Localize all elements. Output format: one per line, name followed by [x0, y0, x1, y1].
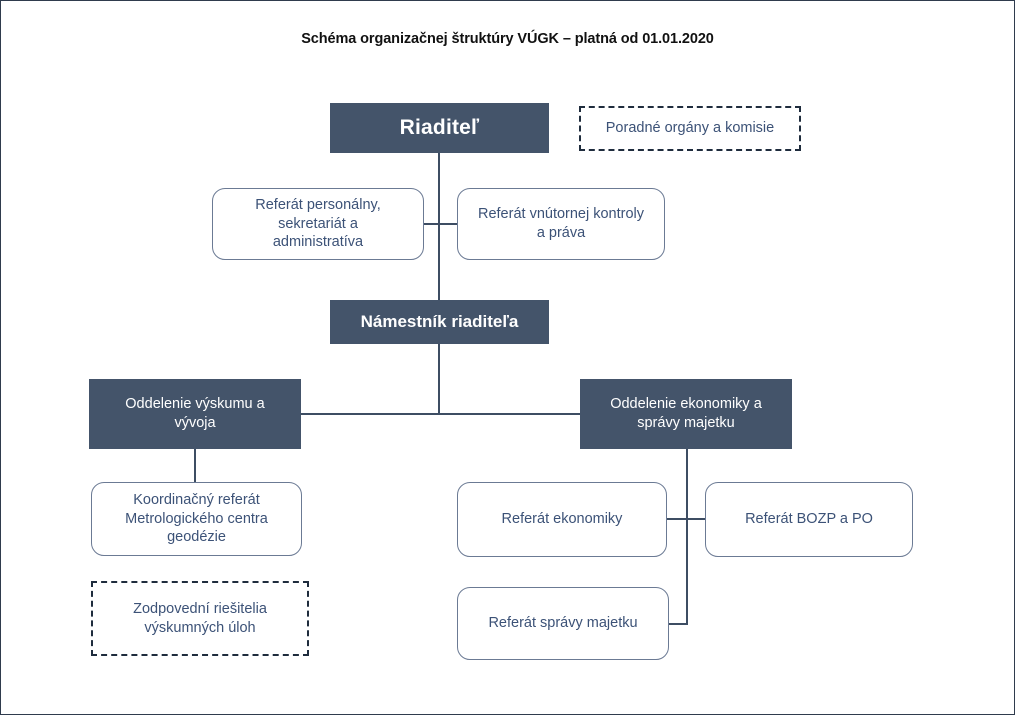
node-referat-spravy-majetku-label: Referát správy majetku — [488, 615, 638, 632]
connector-ekonomika-bus — [686, 449, 688, 625]
node-oddelenie-ekonomiky-a-spravy-majetku[interactable]: Oddelenie ekonomiky a správy majetku — [580, 379, 792, 449]
node-poradne-organy-label: Poradné orgány a komisie — [605, 120, 775, 137]
node-referat-vnutornej-kontroly-line1: Referát vnútornej kontroly — [477, 206, 645, 223]
node-riaditel-label: Riaditeľ — [399, 115, 480, 139]
node-referat-personalny-line2: sekretariát a — [278, 215, 358, 232]
node-referat-bozp-a-po[interactable]: Referát BOZP a PO — [705, 482, 913, 557]
node-referat-personalny-line1: Referát personálny, — [255, 197, 381, 214]
node-oddelenie-ekonomiky-line2: správy majetku — [637, 415, 735, 431]
node-referat-ekonomiky-label: Referát ekonomiky — [501, 511, 623, 528]
connector-departments-trunk — [300, 413, 580, 415]
node-poradne-organy[interactable]: Poradné orgány a komisie — [579, 106, 801, 151]
connector-riaditel-to-kontrola — [438, 223, 458, 225]
node-koordinacny-referat-line2: Metrologického centra — [125, 510, 268, 527]
node-referat-vnutornej-kontroly-line2: a práva — [536, 225, 586, 241]
connector-ekonomika-to-ref-bozp — [686, 518, 706, 520]
connector-namestnik-drop — [438, 344, 440, 415]
node-oddelenie-vyskumu-a-vyvoja[interactable]: Oddelenie výskumu a vývoja — [89, 379, 301, 449]
node-referat-spravy-majetku[interactable]: Referát správy majetku — [457, 587, 669, 660]
node-referat-personalny-line3: administratíva — [272, 234, 364, 251]
node-namestnik-riaditela-label: Námestník riaditeľa — [360, 312, 519, 332]
node-referat-ekonomiky[interactable]: Referát ekonomiky — [457, 482, 667, 557]
node-zodpovedni-riesitelia-line2: výskumných úloh — [144, 619, 256, 636]
node-zodpovedni-riesitelia-line1: Zodpovední riešitelia — [133, 600, 267, 617]
node-oddelenie-vyskumu-line2: vývoja — [174, 415, 216, 431]
connector-riaditel-to-namestnik — [438, 153, 440, 300]
page-title: Schéma organizačnej štruktúry VÚGK – pla… — [301, 31, 714, 47]
node-referat-vnutornej-kontroly[interactable]: Referát vnútornej kontroly a práva — [457, 188, 665, 260]
node-zodpovedni-riesitelia[interactable]: Zodpovední riešitelia výskumných úloh — [91, 581, 309, 656]
node-oddelenie-vyskumu-line1: Oddelenie výskumu a — [125, 396, 265, 413]
node-referat-bozp-a-po-label: Referát BOZP a PO — [745, 511, 873, 528]
connector-ekonomika-to-ref-ekonomiky — [666, 518, 687, 520]
node-koordinacny-referat-line1: Koordinačný referát — [133, 492, 260, 509]
connector-ekonomika-to-ref-majetok — [669, 623, 688, 625]
node-riaditel[interactable]: Riaditeľ — [330, 103, 549, 153]
connector-riaditel-to-personalny — [423, 223, 439, 225]
node-koordinacny-referat-line3: geodézie — [167, 529, 226, 546]
node-referat-personalny[interactable]: Referát personálny, sekretariát a admini… — [212, 188, 424, 260]
node-namestnik-riaditela[interactable]: Námestník riaditeľa — [330, 300, 549, 344]
node-oddelenie-ekonomiky-line1: Oddelenie ekonomiky a — [610, 396, 762, 413]
node-koordinacny-referat-metrologickeho-centra[interactable]: Koordinačný referát Metrologického centr… — [91, 482, 302, 556]
connector-vyskum-to-metrologia — [194, 449, 196, 482]
